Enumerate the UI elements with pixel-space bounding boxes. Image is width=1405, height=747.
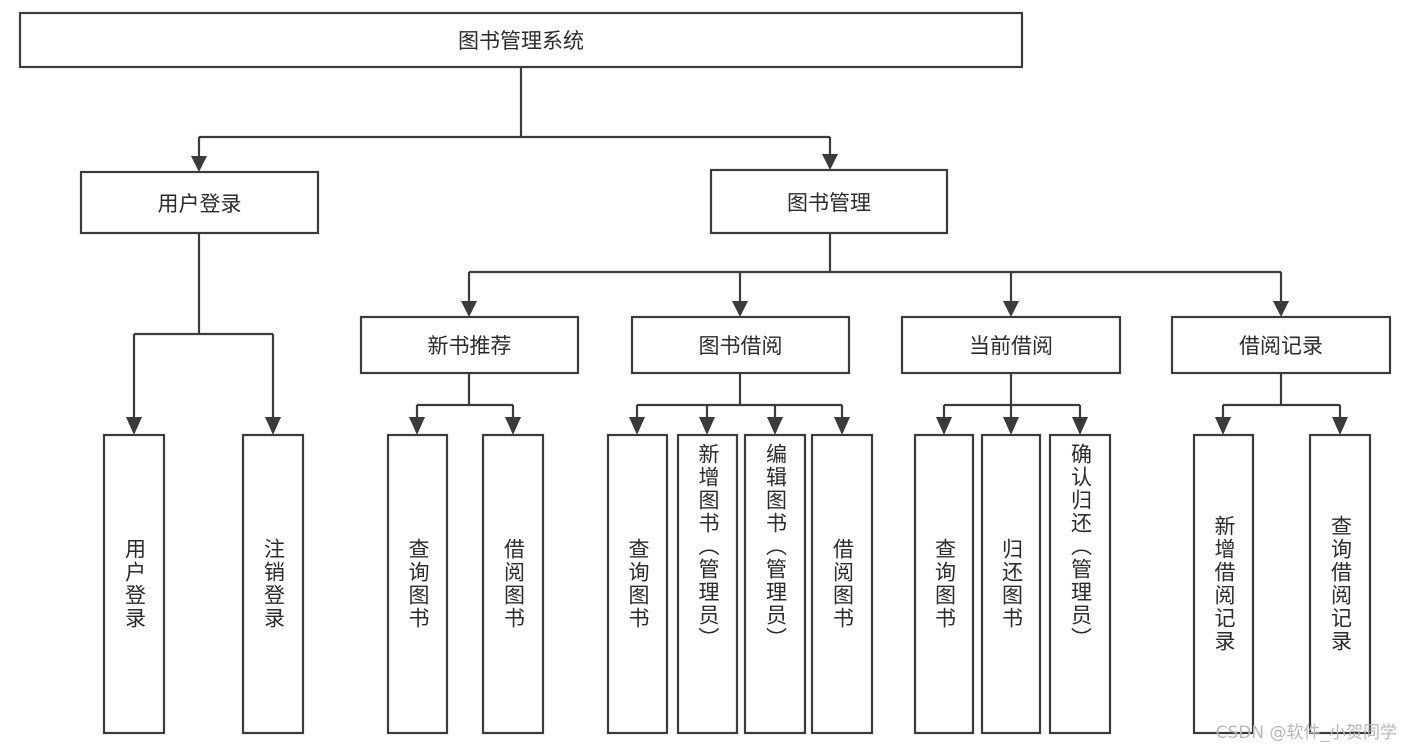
connector-group-newbook-leaves bbox=[409, 373, 521, 435]
arrow-head-icon bbox=[936, 417, 952, 435]
arrow-head-icon bbox=[822, 154, 838, 170]
node-book-borrow[interactable] bbox=[630, 315, 851, 375]
node-root-system[interactable] bbox=[18, 11, 1024, 69]
arrow-head-icon bbox=[505, 417, 521, 435]
arrow-head-icon bbox=[1215, 417, 1231, 435]
arrow-head-icon bbox=[699, 417, 715, 435]
leaf-return-book[interactable] bbox=[980, 433, 1042, 735]
node-new-book-recommend[interactable] bbox=[359, 315, 580, 375]
leaf-logout-login[interactable] bbox=[241, 433, 305, 735]
leaf-query-book-borrow[interactable] bbox=[606, 433, 669, 735]
leaf-borrow-book[interactable] bbox=[810, 433, 874, 735]
arrow-head-icon bbox=[732, 301, 748, 317]
connector-group-bookborrow-leaves bbox=[629, 373, 850, 435]
node-user-login[interactable] bbox=[79, 170, 320, 235]
arrow-head-icon bbox=[1273, 301, 1289, 317]
connector-group-bookmgmt bbox=[461, 233, 1289, 317]
arrow-head-icon bbox=[126, 417, 142, 435]
arrow-head-icon bbox=[191, 156, 207, 172]
arrow-head-icon bbox=[1332, 417, 1348, 435]
connector-group-currentborrow-leaves bbox=[936, 373, 1088, 435]
leaf-add-borrow-record[interactable] bbox=[1192, 433, 1255, 735]
connector-group-userlogin-leaves bbox=[126, 233, 281, 435]
leaf-query-borrow-record[interactable] bbox=[1308, 433, 1372, 735]
arrow-head-icon bbox=[1072, 417, 1088, 435]
node-book-management[interactable] bbox=[709, 168, 949, 235]
node-current-borrow[interactable] bbox=[900, 315, 1122, 375]
arrow-head-icon bbox=[629, 417, 645, 435]
leaf-borrow-book-newbook[interactable] bbox=[481, 433, 545, 735]
arrow-head-icon bbox=[834, 417, 850, 435]
arrow-head-icon bbox=[409, 417, 425, 435]
leaf-query-book-current[interactable] bbox=[913, 433, 975, 735]
leaf-confirm-return-admin[interactable] bbox=[1048, 433, 1112, 735]
connector-group-borrowrecord-leaves bbox=[1215, 373, 1348, 435]
node-borrow-record[interactable] bbox=[1170, 315, 1392, 375]
connector-group-root bbox=[191, 67, 838, 172]
arrow-head-icon bbox=[1003, 417, 1019, 435]
leaf-query-book-newbook[interactable] bbox=[386, 433, 449, 735]
arrow-head-icon bbox=[265, 417, 281, 435]
leaf-edit-book-admin[interactable] bbox=[743, 433, 807, 735]
arrow-head-icon bbox=[1003, 301, 1019, 317]
leaf-user-login[interactable] bbox=[102, 433, 166, 735]
arrow-head-icon bbox=[767, 417, 783, 435]
arrow-head-icon bbox=[461, 301, 477, 317]
leaf-add-book-admin[interactable] bbox=[676, 433, 739, 735]
